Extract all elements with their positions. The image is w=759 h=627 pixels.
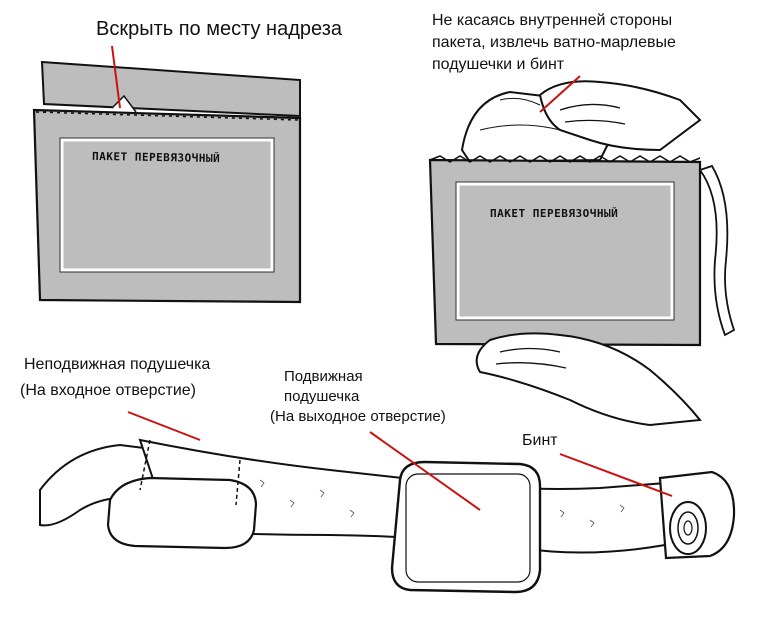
label-extract-line-3: подушечки и бинт (432, 56, 565, 73)
pointer-movable-pad (369, 431, 481, 511)
pointer-open-notch (111, 45, 121, 109)
fixed-pad (106, 476, 258, 550)
package-body (32, 108, 302, 304)
label-fixed-pad-line-2: (На входное отверстие) (20, 382, 196, 399)
pointer-extract-pads (539, 75, 581, 113)
label-extract-line-2: пакета, извлечь ватно-марлевые (432, 34, 676, 51)
pointer-fixed-pad (127, 411, 201, 441)
perforation-line (35, 111, 299, 121)
sealed-package (32, 60, 302, 304)
upper-hand (538, 80, 702, 152)
unrolled-dressing (39, 438, 736, 594)
package-notch (111, 94, 137, 113)
label-bandage: Бинт (522, 432, 558, 449)
hanging-bandage (698, 164, 736, 337)
package-stamp-opened: ПАКЕТ ПЕРЕВЯЗОЧНЫЙ (490, 207, 619, 220)
label-movable-pad-line-2: подушечка (284, 388, 360, 405)
opened-package (428, 80, 736, 427)
label-movable-pad-line-1: Подвижная (284, 368, 363, 385)
pointer-bandage (559, 453, 673, 497)
pointer-lines (111, 45, 673, 511)
opened-package-label-frame (456, 182, 674, 320)
label-extract-line-1: Не касаясь внутренней стороны (432, 12, 673, 29)
label-open-at-notch: Вскрыть по месту надреза (96, 18, 342, 40)
package-label-frame (60, 138, 274, 272)
label-movable-pad-line-3: (На выходное отверстие) (270, 408, 446, 425)
bandage-roll-end (669, 501, 707, 555)
label-fixed-pad-line-1: Неподвижная подушечка (24, 356, 211, 373)
lower-hand (475, 332, 702, 427)
opened-package-torn-edge (429, 155, 701, 163)
package-stamp-closed: ПАКЕТ ПЕРЕВЯЗОЧНЫЙ (91, 149, 221, 166)
package-tear-strip (40, 60, 301, 118)
movable-pad (390, 460, 542, 594)
